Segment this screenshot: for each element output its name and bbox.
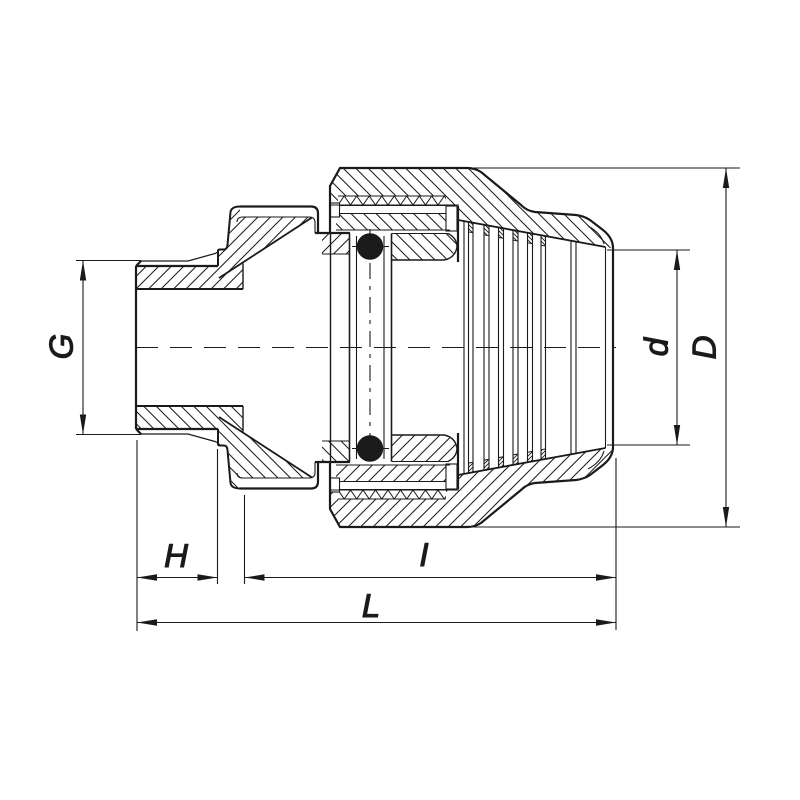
- dimension-H: H: [136, 440, 219, 631]
- crest-capsule-bottom: [336, 480, 452, 491]
- groove-top-right: [445, 205, 458, 232]
- collar-top: [240, 205, 320, 233]
- nut-hatch-top: [330, 168, 612, 248]
- bushing-hatch-top: [391, 233, 457, 260]
- dimensions: G H I L d: [42, 167, 740, 631]
- dimension-L: L: [137, 586, 616, 626]
- skirt-void-walls: [242, 233, 332, 462]
- skirt-inner-diagonal-top: [218, 216, 313, 279]
- thread-engagement-hatch-bottom: [336, 465, 446, 482]
- thread-crest-bottom: [141, 433, 219, 444]
- dim-d-extension-lines: [607, 249, 690, 446]
- dimension-label-d: d: [638, 336, 675, 356]
- collar-bottom-inner: [236, 462, 316, 479]
- dimension-D: D: [470, 167, 740, 528]
- dim-d-arrows: [673, 250, 681, 445]
- bushing-hatch-bottom: [391, 435, 457, 462]
- body-surface-lines: [315, 231, 350, 464]
- neck-hatch-top: [322, 233, 350, 254]
- boss-riser-bottom: [217, 429, 241, 490]
- body-hatch-top: [136, 207, 312, 289]
- dimension-label-I: I: [419, 536, 428, 573]
- nut-cap-inner-lines: [331, 204, 459, 491]
- cone-inner-slant: [457, 219, 606, 476]
- dimension-label-D: D: [686, 336, 723, 360]
- boss-riser-top: [217, 205, 241, 266]
- bushing-top-edge: [322, 232, 448, 463]
- neck-hatch-bottom: [322, 441, 350, 462]
- collar-bottom: [240, 462, 320, 490]
- thread-grooves: [329, 202, 458, 493]
- section-hatching: [136, 168, 612, 527]
- bore-lines: [136, 288, 243, 407]
- dimension-I: I: [243, 458, 617, 630]
- thread-chevron-top: [338, 196, 446, 205]
- dimension-label-G: G: [43, 334, 80, 360]
- dim-I-extension-lines: [243, 458, 617, 630]
- collar-top-inner: [236, 216, 316, 233]
- groove-bottom-right: [445, 463, 458, 490]
- nut-hatch-bottom: [330, 447, 612, 527]
- dimension-d: d: [607, 249, 690, 446]
- dimension-label-H: H: [164, 537, 188, 574]
- dim-D-extension-lines: [470, 167, 740, 528]
- dim-H-extension-lines: [136, 440, 219, 631]
- thread-engagement-hatch-top: [336, 213, 446, 230]
- face-corner-inner-edge: [587, 225, 605, 470]
- thread-root-lines: [136, 264, 218, 431]
- dim-G-arrows: [79, 260, 87, 435]
- dim-G-extension-lines: [76, 259, 141, 436]
- dim-H-arrows: [137, 574, 218, 581]
- thread-clearance-lines: [336, 195, 450, 500]
- o-ring-seals: [352, 229, 389, 466]
- skirt-inner-diagonal-bottom: [218, 416, 313, 479]
- thread-chevron-bottom: [338, 490, 446, 499]
- crest-capsule-top: [336, 204, 452, 215]
- fitting-body-outline: [134, 205, 393, 490]
- body-hatch-bottom: [136, 406, 312, 488]
- thread-crest-top: [141, 251, 219, 262]
- dimension-G: G: [42, 259, 141, 436]
- dimension-label-L: L: [362, 587, 380, 624]
